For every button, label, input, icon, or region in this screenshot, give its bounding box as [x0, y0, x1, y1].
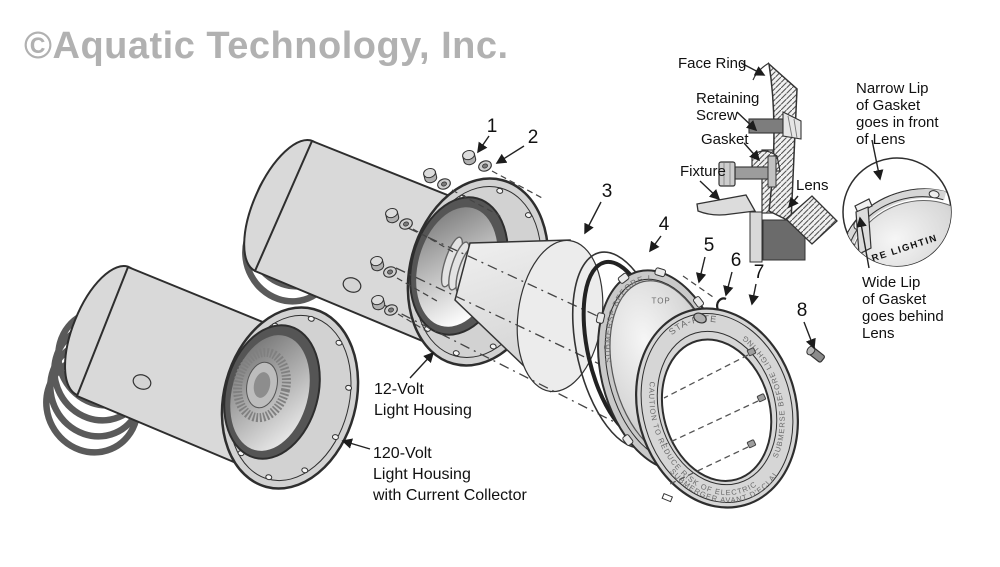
label-120v-1: 120-Volt — [373, 445, 432, 462]
part-number-4: 4 — [659, 214, 670, 235]
housing-12v-nub — [342, 277, 362, 293]
face-ring-screw-hole — [693, 312, 707, 324]
retaining-screw-shaft — [748, 118, 784, 134]
face-ring-opening — [660, 338, 773, 482]
part-number-2: 2 — [528, 127, 539, 148]
label-wide-lip-4: Lens — [862, 325, 895, 342]
nut-1 — [461, 148, 478, 167]
detail-narrow-lip — [854, 198, 873, 214]
cross-section — [696, 62, 838, 263]
label-12v-1: 12-Volt — [374, 381, 424, 398]
mount-bolt-shaft — [734, 166, 773, 180]
label-retaining-1: Retaining — [696, 90, 759, 107]
face-ring-slot — [661, 492, 674, 503]
label-wide-lip-3: goes behind — [862, 308, 944, 325]
label-120v-3: with Current Collector — [372, 487, 528, 504]
label-narrow-lip-1: Narrow Lip — [856, 80, 929, 97]
fastener-dashes — [396, 170, 714, 333]
label-narrow-lip-4: of Lens — [856, 131, 905, 148]
mount-bolt-washer — [767, 155, 777, 188]
part-number-6: 6 — [731, 250, 742, 271]
part-number-7: 7 — [754, 262, 765, 283]
mount-bolt-nut — [718, 161, 736, 187]
part-number-5: 5 — [704, 235, 715, 256]
label-narrow-lip-3: goes in front — [856, 114, 939, 131]
leader-arrows — [341, 62, 884, 450]
lens-top-marking: TOP — [651, 296, 670, 305]
niche-dark-wall — [762, 219, 806, 261]
current-collector — [233, 347, 291, 423]
housing-120v-nub — [132, 374, 152, 390]
label-wide-lip-2: of Gasket — [862, 291, 927, 308]
detail-wide-lip — [855, 206, 872, 255]
label-lens: Lens — [796, 177, 829, 194]
watermark-text: ©Aquatic Technology, Inc. — [24, 25, 509, 67]
part-numbers: 1 2 3 4 5 6 7 8 — [487, 116, 808, 321]
lens-section — [785, 195, 838, 245]
part-number-1: 1 — [487, 116, 498, 137]
label-wide-lip-1: Wide Lip — [862, 274, 920, 291]
label-face-ring: Face Ring — [678, 55, 746, 72]
face-ring-section — [767, 62, 798, 224]
label-gasket: Gasket — [701, 131, 749, 148]
face-ring-studs — [746, 347, 767, 449]
pilot-screw — [806, 345, 825, 363]
label-fixture: Fixture — [680, 163, 726, 180]
face-ring-interior-dashes — [663, 354, 759, 485]
detail-circle: RE LIGHTIN — [842, 157, 952, 267]
lamp-assembly — [440, 236, 604, 393]
callout-labels: Face Ring Retaining Screw Gasket Fixture… — [372, 55, 944, 504]
detail-lens-dome — [851, 199, 951, 266]
housing-120v — [43, 265, 360, 490]
part-number-8: 8 — [797, 300, 808, 321]
part-number-3: 3 — [602, 181, 613, 202]
label-narrow-lip-2: of Gasket — [856, 97, 921, 114]
fixture-bracket — [696, 194, 757, 216]
label-retaining-2: Screw — [696, 107, 738, 124]
washer-2 — [476, 158, 494, 174]
label-12v-2: Light Housing — [374, 402, 472, 419]
label-120v-2: Light Housing — [373, 466, 471, 483]
niche-edge — [749, 211, 763, 263]
